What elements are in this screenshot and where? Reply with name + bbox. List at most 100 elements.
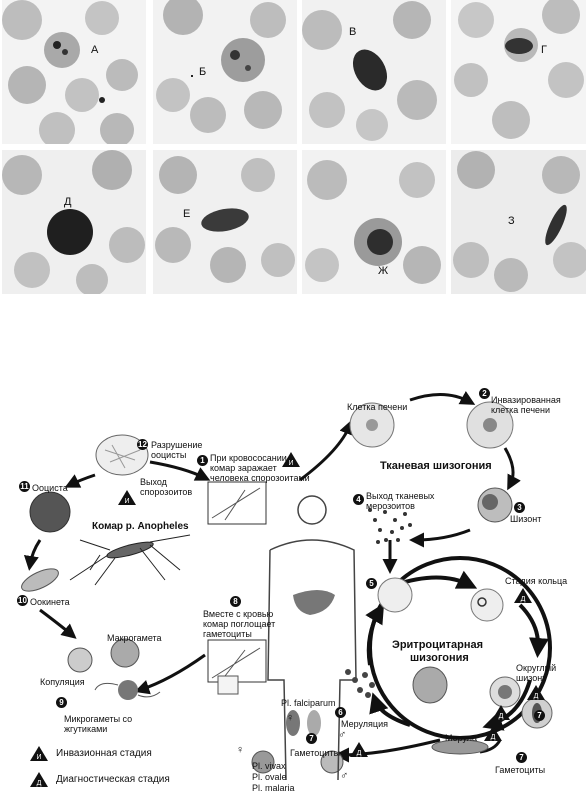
label-oocyst-rupture-1: Разрушение — [151, 440, 203, 450]
label-bite-2: комар заражает — [210, 463, 277, 473]
title-erythrocytic-schizogony-1: Эритроцитарная — [392, 639, 484, 651]
label-round-schizont-2: шизонт — [516, 673, 547, 683]
step-number-1: 1 — [197, 455, 208, 466]
panel-label-h: З — [508, 215, 515, 227]
badge-diagnostic-gametocyte-left: Д — [350, 742, 368, 757]
oocyst-rupture — [95, 434, 149, 476]
step-number-8: 8 — [230, 596, 241, 607]
liver-organ — [293, 590, 335, 615]
ring-stage-cell — [470, 588, 504, 622]
gametocyte-banana — [431, 739, 489, 755]
label-pl-falciparum: Pl. falciparum — [281, 698, 336, 708]
legend-invasive-badge: И — [30, 746, 48, 761]
badge-diagnostic-ring: Д — [514, 588, 532, 603]
label-round-schizont-1: Округлый — [516, 663, 557, 673]
tissue-merozoites — [368, 508, 412, 544]
label-morula: Морула — [445, 733, 478, 743]
svg-text:Д: Д — [357, 750, 362, 757]
panel-label-e: Д — [64, 196, 72, 208]
label-microgametes-2: жгутиками — [64, 724, 108, 734]
label-macrogamete: Макрогамета — [107, 633, 162, 643]
label-ring-stage: Стадия кольца — [505, 576, 568, 586]
svg-text:И: И — [124, 498, 129, 505]
step-number-5: 5 — [366, 578, 377, 589]
human-silhouette — [267, 495, 357, 781]
label-mosquito-feed-1: Вместе с кровью — [203, 609, 274, 619]
panel-label-d: Г — [541, 44, 547, 56]
label-mosquito-feed-2: комар поглощает — [203, 619, 276, 629]
title-tissue-schizogony: Тканевая шизогония — [380, 460, 492, 472]
male-symbol-1: ♂ — [338, 729, 347, 741]
step-number-2: 2 — [479, 388, 490, 399]
label-oocyst: Ооциста — [32, 483, 68, 493]
label-bite-3: человека спорозоитами — [210, 473, 310, 483]
panel-label-f: Е — [183, 208, 191, 220]
label-ookinete: Оокинета — [30, 597, 70, 607]
label-pl-vivax: Pl. vivax — [252, 761, 286, 771]
step-number-4: 4 — [353, 494, 364, 505]
step-number-7b: 7 — [516, 752, 527, 763]
step-number-6: 6 — [335, 707, 346, 718]
malaria-life-cycle-diagram — [21, 391, 553, 781]
male-symbol-2: ♂ — [340, 770, 349, 782]
vivax-female — [251, 750, 275, 774]
svg-text:И: И — [36, 754, 41, 761]
panel-label-b: Б — [199, 66, 207, 78]
legend-diagnostic-label: Диагностическая стадия — [56, 774, 170, 785]
svg-text:Д: Д — [37, 780, 42, 787]
mosquito-image — [69, 534, 191, 586]
step-number-7c: 7 — [534, 710, 545, 721]
micrograph-e — [2, 150, 146, 294]
micrograph-d — [451, 0, 586, 144]
oocyst-cell — [29, 491, 71, 533]
label-copulation: Копуляция — [40, 677, 85, 687]
panel-label-c: В — [349, 26, 357, 38]
female-symbol-2: ♀ — [236, 744, 245, 756]
label-invaded-cell-2: клетка печени — [491, 405, 551, 415]
falciparum-male — [307, 710, 321, 736]
badge-invasive-2: И — [118, 490, 136, 505]
step-number-11: 11 — [19, 481, 30, 492]
svg-text:И: И — [288, 460, 293, 467]
badge-diagnostic-morula: Д — [484, 726, 502, 741]
label-mosquito-feed-3: гаметоциты — [203, 629, 252, 639]
step-number-9: 9 — [56, 697, 67, 708]
falciparum-female — [286, 710, 300, 736]
panel-label-g: Ж — [378, 265, 389, 277]
morula-cell — [412, 666, 448, 704]
label-pl-malaria: Pl. malaria — [252, 783, 295, 793]
badge-invasive-1: И — [282, 452, 300, 467]
label-sporozoite-exit-2: спорозоитов — [140, 487, 193, 497]
micrograph-b — [153, 0, 297, 144]
label-merozoite-release-1: Выход тканевых — [366, 491, 435, 501]
microgamete-cell — [118, 680, 138, 700]
label-sporozoite-exit-1: Выход — [140, 477, 167, 487]
label-gametocytes-left: Гаметоциты — [290, 748, 341, 758]
title-erythrocytic-schizogony-2: шизогония — [410, 652, 469, 664]
step-number-7a: 7 — [306, 733, 317, 744]
micrograph-h — [451, 150, 586, 294]
label-bite-1: При кровососании — [210, 453, 287, 463]
bite-box-top — [207, 481, 267, 525]
svg-text:Д: Д — [491, 734, 496, 741]
legend-invasive-label: Инвазионная стадия — [56, 748, 152, 759]
ookinete-cell — [21, 568, 59, 592]
step-number-10: 10 — [17, 595, 28, 606]
micrograph-c — [302, 0, 446, 144]
label-gametocytes-right: Гаметоциты — [495, 765, 546, 775]
panel-label-a: А — [91, 44, 99, 56]
badge-diagnostic-schizont: Д — [527, 685, 545, 700]
svg-text:Д: Д — [521, 596, 526, 603]
svg-text:Д: Д — [534, 693, 539, 700]
merulation-cluster — [345, 669, 375, 698]
label-liver-cell: Клетка печени — [347, 402, 408, 412]
step-number-3: 3 — [514, 502, 525, 513]
legend-diagnostic-badge: Д — [30, 772, 48, 787]
label-microgametes-1: Микрогаметы со — [64, 714, 133, 724]
label-invaded-cell-1: Инвазированная — [491, 395, 561, 405]
label-merulation: Меруляция — [341, 719, 388, 729]
label-oocyst-rupture-2: ооцисты — [151, 450, 187, 460]
label-pl-ovale: Pl. ovale — [252, 772, 287, 782]
label-schizont: Шизонт — [510, 514, 542, 524]
micrograph-g — [302, 150, 446, 294]
